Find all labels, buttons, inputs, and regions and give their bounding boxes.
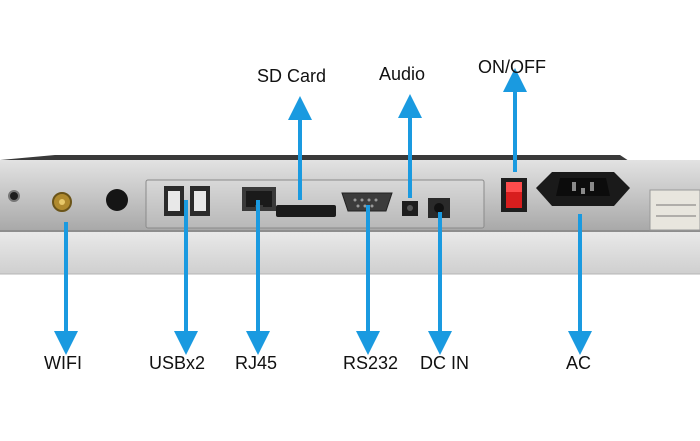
label-sd-card: SD Card [257, 66, 327, 86]
label-rj45: RJ45 [235, 353, 278, 373]
panel-lower-bezel [0, 232, 700, 274]
label-usb: USBx2 [149, 353, 206, 373]
label-on-off: ON/OFF [478, 57, 546, 77]
label-wifi: WIFI [44, 353, 82, 373]
rs232-port-icon [341, 192, 393, 212]
left-jack-icon [8, 190, 20, 202]
label-rs232: RS232 [343, 353, 399, 373]
round-hole-icon [106, 189, 128, 211]
label-plate [649, 189, 700, 231]
sd-card-slot-icon [276, 205, 336, 217]
label-audio: Audio [379, 64, 426, 84]
label-dc-in: DC IN [420, 353, 469, 373]
io-plate [145, 179, 485, 229]
label-ac: AC [566, 353, 592, 373]
